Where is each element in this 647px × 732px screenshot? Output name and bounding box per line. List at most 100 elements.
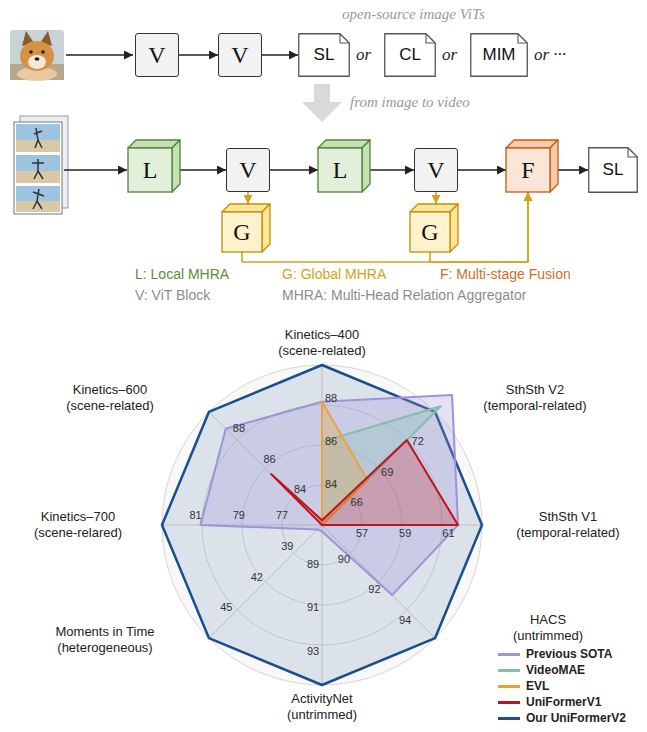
fusion-cube: F [506,140,558,192]
legend-text: EVL [526,679,549,693]
legend-text: VideoMAE [526,663,585,677]
axis-label: Kinetics–700 (scene-relared) [31,509,126,542]
tick-value: 39 [281,540,293,554]
transfer-arrow [302,84,342,122]
cube-front [506,148,550,192]
key-text: G: Global MHRA [282,266,386,284]
radar-series [162,365,482,685]
input-arrow [66,54,133,56]
tick-value: 91 [307,601,319,615]
cube-front [128,148,172,192]
key-text: L: Local MHRA [135,266,229,284]
key-text: F: Multi-stage Fusion [440,266,571,284]
page-shape [471,34,528,77]
node-letter: G [410,212,450,252]
tick-value: 42 [251,571,263,585]
cube-front [222,212,262,252]
page-shape [385,34,436,77]
node-letter: V [136,42,178,69]
vit-block: V [135,33,179,77]
connector-arrow [247,192,249,204]
page-fold [426,34,435,43]
key-text: V: ViT Block [135,287,210,305]
axis-label: ActivityNet (untrimmed) [284,691,361,724]
chart-legend: Previous SOTAVideoMAE EVLUniFormerV1Our U… [498,646,626,726]
legend-row: Previous SOTA [498,646,626,662]
cube-side [262,204,270,252]
axis-label: Kinetics–600 (scene-related) [63,382,157,415]
node-letter: L [318,148,362,192]
node-letter: F [506,148,550,192]
connector-arrow [458,169,506,171]
choice-word: or [356,44,371,65]
page-fold [340,34,349,43]
cube-side [450,204,458,252]
objective-text: SL [298,45,350,65]
node-letter: G [222,212,262,252]
cube-front [410,212,450,252]
cube-front [318,148,362,192]
legend-swatch [498,669,520,672]
tick-value: 57 [356,527,368,541]
cube-top [318,140,370,148]
tick-value: 79 [233,509,245,523]
tick-value: 45 [220,601,232,615]
local-mhra-cube: L [128,140,180,192]
section-note: from image to video [350,93,470,112]
legend-swatch [498,701,520,704]
page-fold [628,148,637,157]
connector-arrow [262,54,298,56]
objective-text: MIM [470,45,528,65]
tick-value: 66 [351,496,363,510]
axis-label: HACS (untrimmed) [510,612,587,645]
objective-doc: CL [384,33,436,77]
node-letter: V [227,157,269,184]
radar-background [162,365,482,685]
connector-arrow [370,169,414,171]
connector-arrow [558,169,588,171]
legend-swatch [498,653,520,656]
node-letter: V [219,42,261,69]
section-note: open-source image ViTs [342,5,485,24]
local-mhra-cube: L [318,140,370,192]
legend-row: UniFormerV1 [498,694,626,710]
tick-value: 88 [325,392,337,406]
key-text: MHRA: Multi-Head Relation Aggregator [282,287,526,305]
video-frames [14,116,68,214]
dog-photo [10,30,64,81]
tick-value: 88 [233,422,245,436]
axis-label: Moments in Time (heterogeneous) [52,624,158,657]
connector-arrow [435,192,437,204]
choice-word: or ··· [534,44,566,65]
cube-side [172,140,180,192]
legend-text: Our UniFormerV2 [526,711,626,725]
page-shape [589,148,638,193]
global-mhra-cube: G [222,204,270,252]
legend-row: EVL [498,678,626,694]
cube-side [362,140,370,192]
tick-value: 86 [325,435,337,449]
cube-top [128,140,180,148]
choice-word: or [442,44,457,65]
connector-arrow [242,192,528,262]
objective-doc: MIM [470,33,528,77]
objective-doc: SL [588,147,638,193]
tick-value: 72 [412,435,424,449]
tick-value: 84 [325,478,337,492]
legend-swatch [498,717,520,720]
tick-value: 69 [381,466,393,480]
vit-block: V [218,33,262,77]
tick-value: 61 [442,527,454,541]
tick-value: 92 [368,583,380,597]
axis-label: Kinetics–400 (scene-related) [275,327,369,360]
vit-block: V [226,148,270,192]
tick-value: 90 [338,553,350,567]
cube-side [550,140,558,192]
radar-series [271,440,458,525]
tick-value: 59 [399,527,411,541]
tick-value: 94 [399,614,411,628]
objective-text: SL [588,160,638,180]
tick-value: 81 [189,509,201,523]
objective-doc: SL [298,33,350,77]
